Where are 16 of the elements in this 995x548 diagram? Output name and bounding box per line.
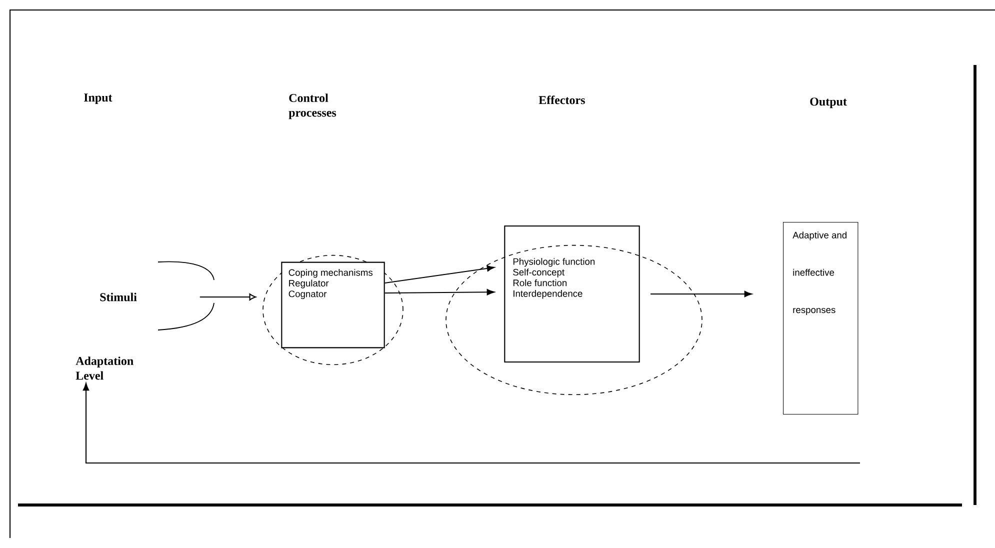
column-heading: Effectors — [538, 96, 585, 104]
adaptation-label: Adaptation Level — [76, 356, 134, 380]
dashed-ellipse — [262, 254, 404, 366]
arrow — [200, 294, 256, 300]
column-heading: Input — [84, 94, 112, 104]
arrow — [82, 382, 860, 464]
process-box: Coping mechanisms Regulator Cognator — [281, 262, 385, 348]
process-box: Physiologic function Self-concept Role function Interdependence — [504, 225, 640, 363]
arrow — [384, 265, 495, 284]
output-box: Adaptive and ineffective responses — [783, 222, 858, 415]
dashed-ellipse — [446, 244, 702, 396]
column-heading: Output — [810, 98, 847, 108]
column-heading: Control processes — [288, 94, 336, 120]
arrow — [384, 289, 494, 296]
arrow — [650, 290, 752, 298]
stimuli-label: Stimuli — [100, 292, 137, 302]
